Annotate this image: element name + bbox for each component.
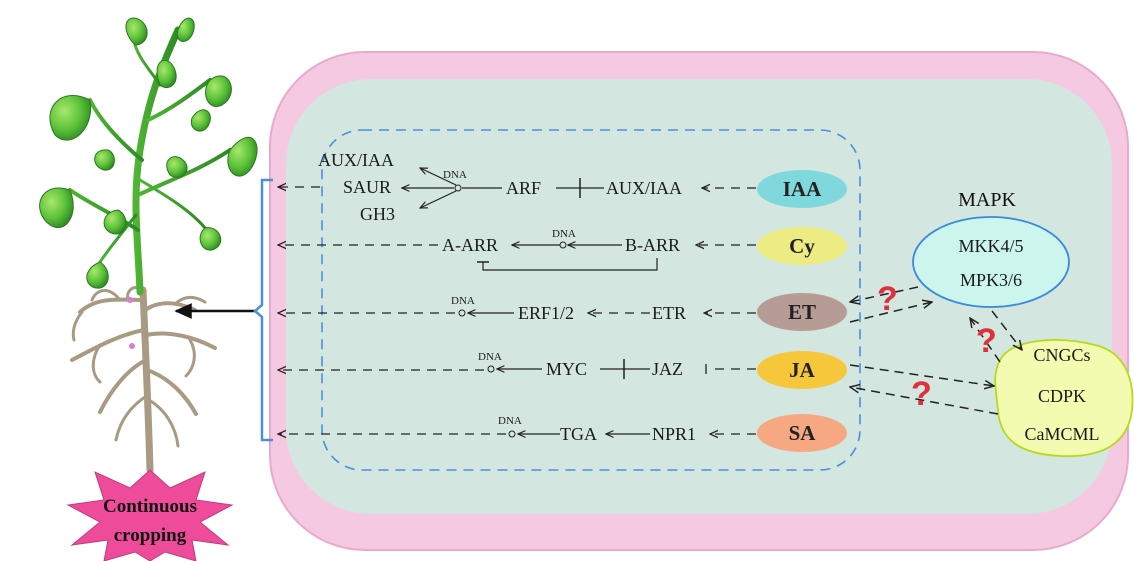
iaa-arf: ARF [506, 178, 541, 198]
calcium-to-ja-arrow [850, 387, 999, 415]
ja-pathway: DNA MYC JAZ [278, 351, 756, 379]
mapk-to-et-arrow [850, 286, 919, 302]
unknown-link-question-mark: ? [911, 375, 932, 413]
stem [68, 26, 232, 296]
hormone-nodes: IAA Cy ET JA SA [757, 170, 847, 452]
dna-arrow [420, 168, 457, 186]
calcium-camcml: CaMCML [1024, 424, 1099, 444]
mapk-mpk36: MPK3/6 [960, 270, 1022, 290]
root-nodule [127, 297, 133, 303]
unknown-link-question-mark: ? [877, 280, 898, 318]
sa-tga: TGA [560, 424, 597, 444]
hormone-iaa-label: IAA [783, 177, 822, 201]
mapk-title: MAPK [958, 189, 1016, 211]
mapk-to-calcium-arrow [991, 310, 1022, 350]
et-dna-label: DNA [451, 295, 475, 307]
dna-binding-site [454, 184, 462, 192]
iaa-gh3-gene: GH3 [360, 204, 395, 224]
et-etr: ETR [652, 303, 686, 323]
iaa-aux-iaa: AUX/IAA [606, 178, 682, 198]
cy-pathway: A-ARR DNA B-ARR [278, 228, 756, 271]
cy-b-arr: B-ARR [625, 235, 680, 255]
hormone-cy-label: Cy [789, 234, 815, 258]
dna-binding-site [458, 309, 466, 317]
iaa-saur-gene: SAUR [343, 177, 391, 197]
hormone-sa-label: SA [789, 421, 817, 445]
hormone-iaa-node [757, 170, 847, 208]
dna-arrow [420, 190, 457, 208]
leaves [39, 17, 258, 289]
hormone-sa-node [757, 414, 847, 452]
iaa-pathway: AUX/IAA SAUR GH3 DNA ARF AUX/IAA [278, 150, 756, 224]
ja-to-calcium-arrow [849, 364, 994, 386]
ja-dna-label: DNA [478, 351, 502, 363]
root-nodule [129, 343, 135, 349]
hormone-et-node [757, 293, 847, 331]
sa-npr1: NPR1 [652, 424, 696, 444]
hormone-et-label: ET [788, 300, 816, 324]
mapk-module: MAPK MKK4/5 MPK3/6 [912, 189, 1070, 308]
dna-binding-site [508, 430, 516, 438]
stress-label-line2: cropping [114, 525, 187, 546]
calcium-cngcs: CNGCs [1033, 345, 1090, 365]
stress-label-line1: Continuous [103, 496, 197, 517]
plant-illustration [39, 17, 258, 474]
et-erf: ERF1/2 [518, 303, 574, 323]
dna-binding-site [487, 365, 495, 373]
calcium-blob [994, 339, 1134, 458]
mapk-mkk45: MKK4/5 [958, 236, 1023, 256]
iaa-aux-iaa-gene: AUX/IAA [318, 150, 394, 170]
response-bracket [253, 178, 273, 442]
dna-binding-site [559, 241, 567, 249]
sa-pathway: DNA TGA NPR1 [278, 415, 756, 444]
cy-dna-label: DNA [552, 228, 576, 240]
ja-jaz: JAZ [652, 359, 683, 379]
iaa-dna-label: DNA [443, 169, 467, 181]
stress-starburst: Continuous cropping [66, 469, 234, 561]
a-arr-feedback-inhibition [482, 258, 658, 271]
calcium-cdpk: CDPK [1038, 386, 1086, 406]
sa-dna-label: DNA [498, 415, 522, 427]
crosstalk-arrows [849, 286, 1022, 415]
mapk-ellipse [912, 216, 1070, 308]
unknown-link-question-mark: ? [976, 322, 997, 360]
et-pathway: DNA ERF1/2 ETR [278, 295, 756, 323]
hormone-ja-node [757, 351, 847, 389]
cy-a-arr: A-ARR [442, 235, 498, 255]
ja-myc: MYC [546, 359, 587, 379]
root-system [70, 286, 217, 474]
starburst-shape [66, 469, 234, 561]
calcium-to-mapk-arrow [970, 318, 1001, 363]
hormone-ja-label: JA [789, 358, 816, 382]
hormone-cy-node [757, 227, 847, 265]
calcium-module: CNGCs CDPK CaMCML [994, 339, 1134, 458]
